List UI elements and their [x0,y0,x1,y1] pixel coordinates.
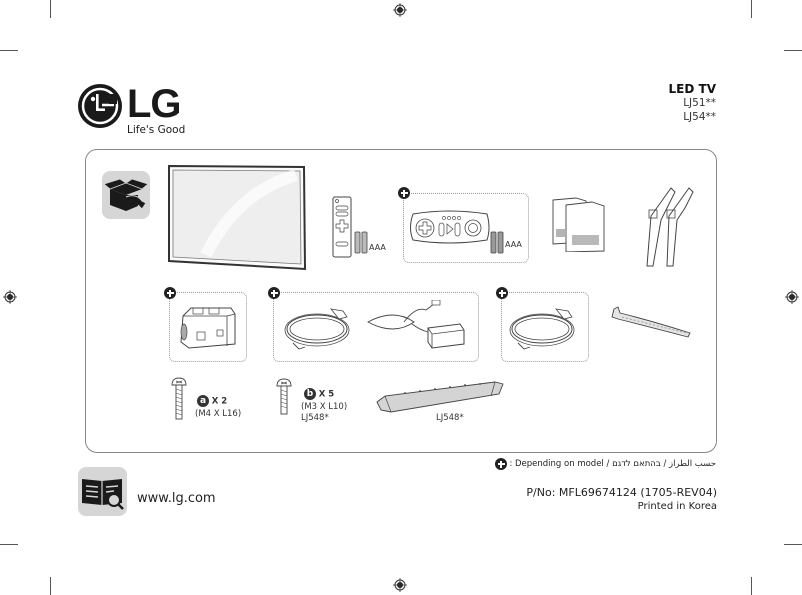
registration-mark-icon [393,578,407,592]
battery-icon [354,231,368,254]
screw-a-label: a X 2 [197,395,227,407]
brand-tagline: Life's Good [127,124,186,136]
optional-legend-text: : Depending on model / حسب الطراز / בהתא… [509,459,716,469]
model-number: LJ51** [683,97,716,109]
registration-mark-icon [3,290,17,304]
screw-a-quantity: X 2 [211,396,228,407]
unboxing-icon [103,178,149,211]
unboxing-tile [102,171,150,219]
speaker-bar-image [376,381,504,413]
registration-mark-icon [393,3,407,17]
lg-logo-icon [78,84,122,128]
plus-circle-icon [495,458,508,470]
tv-panel-image [168,164,307,271]
crop-mark [784,50,802,51]
crop-mark [784,544,802,545]
screw-b-image [276,378,292,415]
manual-tile [78,467,127,516]
crop-mark [0,544,18,545]
crop-mark [50,577,51,595]
screw-b-spec: (M3 X L10) [301,402,348,412]
magic-remote-image [410,210,490,244]
product-type: LED TV [668,82,716,96]
remote-control-image [332,196,352,258]
screw-a-image [171,377,187,420]
manual-search-icon [82,479,124,510]
printed-in: Printed in Korea [637,501,717,512]
stand-legs-image [646,187,694,267]
components-panel [85,149,717,453]
crop-mark [0,50,18,51]
optional-item-box [501,292,589,362]
screw-b-quantity: X 5 [318,389,335,400]
screw-b-badge: b [304,388,316,400]
optional-legend: : Depending on model / حسب الطراز / בהתא… [495,458,716,470]
manual-booklets-image [552,197,605,252]
speaker-bar-model: LJ548* [436,413,464,423]
registration-mark-icon [785,290,799,304]
part-number: P/No: MFL69674124 (1705-REV04) [526,486,717,499]
power-cord-image [284,308,350,350]
battery-label: AAA [505,240,522,249]
screw-b-label: b X 5 [304,388,334,400]
plus-circle-icon [496,287,508,299]
plus-circle-icon [164,287,176,299]
power-cord-image [509,308,575,350]
crop-mark [751,0,752,18]
product-header: LED TV LJ51** LJ54** [669,82,716,124]
ferrite-core-image [180,307,236,349]
crop-mark [50,0,51,18]
optional-item-box [403,193,529,263]
optional-item-box [169,292,247,362]
battery-icon [490,231,504,254]
cable-holder-image [611,306,691,338]
ac-adapter-image [367,300,465,349]
battery-label: AAA [369,243,386,252]
plus-circle-icon [398,187,410,199]
screw-b-model: LJ548* [301,413,329,423]
screw-a-badge: a [197,395,209,407]
optional-item-box [273,292,479,362]
crop-mark [751,577,752,595]
website-link[interactable]: www.lg.com [137,491,216,506]
model-number: LJ54** [683,111,716,123]
brand-wordmark: LG [127,82,182,126]
plus-circle-icon [268,287,280,299]
screw-a-spec: (M4 X L16) [195,409,242,419]
